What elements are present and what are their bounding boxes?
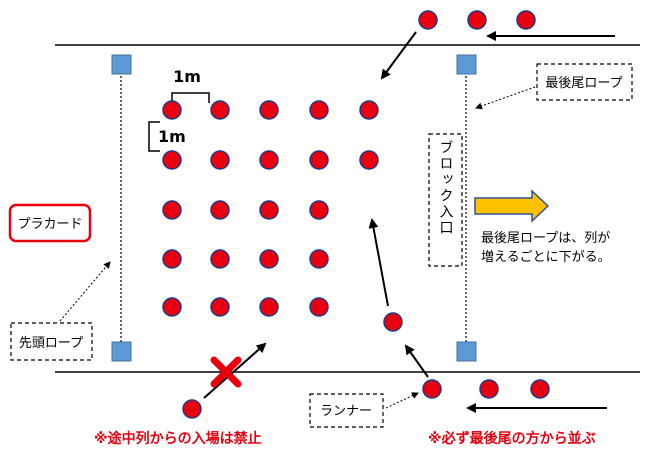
bottom-entry-arrow [404,344,429,378]
runner-dot-r3-c1 [162,200,182,220]
runner-top-1 [418,10,438,30]
runner-label-box [309,393,384,428]
one-meter-v-label: 1m [158,127,186,146]
runner-dot-r2-c3 [259,150,279,170]
one-meter-h-bracket [171,92,210,103]
post-bottom-right [456,341,477,362]
one-meter-h-label: 1m [173,67,201,86]
front-rope-pointer [59,261,111,322]
runner-pointer [385,392,419,409]
runner-dot-r4-c1 [162,249,182,269]
runner-dot-r5-c3 [259,297,279,317]
top-entry-arrow [380,31,417,80]
forbidden-entry-arrow [203,342,267,399]
runner-dot-r4-c4 [309,249,329,269]
block-entrance-box [428,133,463,267]
runner-dot-r4-c2 [210,249,230,269]
runner-dot-r1-c4 [309,100,329,120]
last-rope-pointer [475,86,536,110]
runner-dot-r2-c1 [162,150,182,170]
placard-box [8,203,92,243]
last-rope-box [536,63,633,101]
block-direction-arrow [474,189,550,223]
runner-dot-r3-c3 [259,200,279,220]
runner-dot-r3-c2 [210,200,230,220]
runner-dot-r5-c1 [162,297,182,317]
runner-bottom-2 [479,379,499,399]
block-entrance-label: ブロック入口 [438,140,454,236]
post-top-right [456,54,477,75]
runner-grid [162,100,379,317]
one-meter-v-bracket [148,121,160,152]
runner-bottom-1 [422,379,442,399]
runner-dot-r1-c3 [259,100,279,120]
runner-top-2 [467,10,487,30]
runner-dot-r3-c4 [309,200,329,220]
post-top-left [111,54,132,75]
forbidden-x-icon [210,356,242,388]
placard-label: プラカード [17,217,82,232]
runner-top-3 [516,10,536,30]
runner-dot-r2-c4 [309,150,329,170]
warning-left: ※途中列からの入場は禁止 [94,430,262,447]
runner-bottom-3 [530,379,550,399]
runner-dot-r1-c5 [359,100,379,120]
last-rope-note-line2: 増えるごとに下がる。 [481,249,611,265]
front-rope-label: 先頭ロープ [19,336,83,351]
runner-dot-r2-c5 [359,150,379,170]
last-rope-label: 最後尾ロープ [545,76,622,91]
runner-dot-r5-c2 [210,297,230,317]
runner-dot-r1-c2 [210,100,230,120]
front-rope-box [10,322,93,361]
post-bottom-left [111,341,132,362]
runner-bad-entry-dot [182,399,202,419]
runner-entering-dot [383,312,403,332]
runner-dot-r2-c2 [210,150,230,170]
runner-dot-r5-c4 [309,297,329,317]
runner-label: ランナー [320,404,372,419]
runner-dot-r4-c3 [259,249,279,269]
runner-dot-r1-c1 [162,100,182,120]
warning-right: ※必ず最後尾の方から並ぶ [428,430,596,447]
upward-flow-arrow [368,218,389,307]
last-rope-note-line1: 最後尾ロープは、列が [481,231,610,246]
